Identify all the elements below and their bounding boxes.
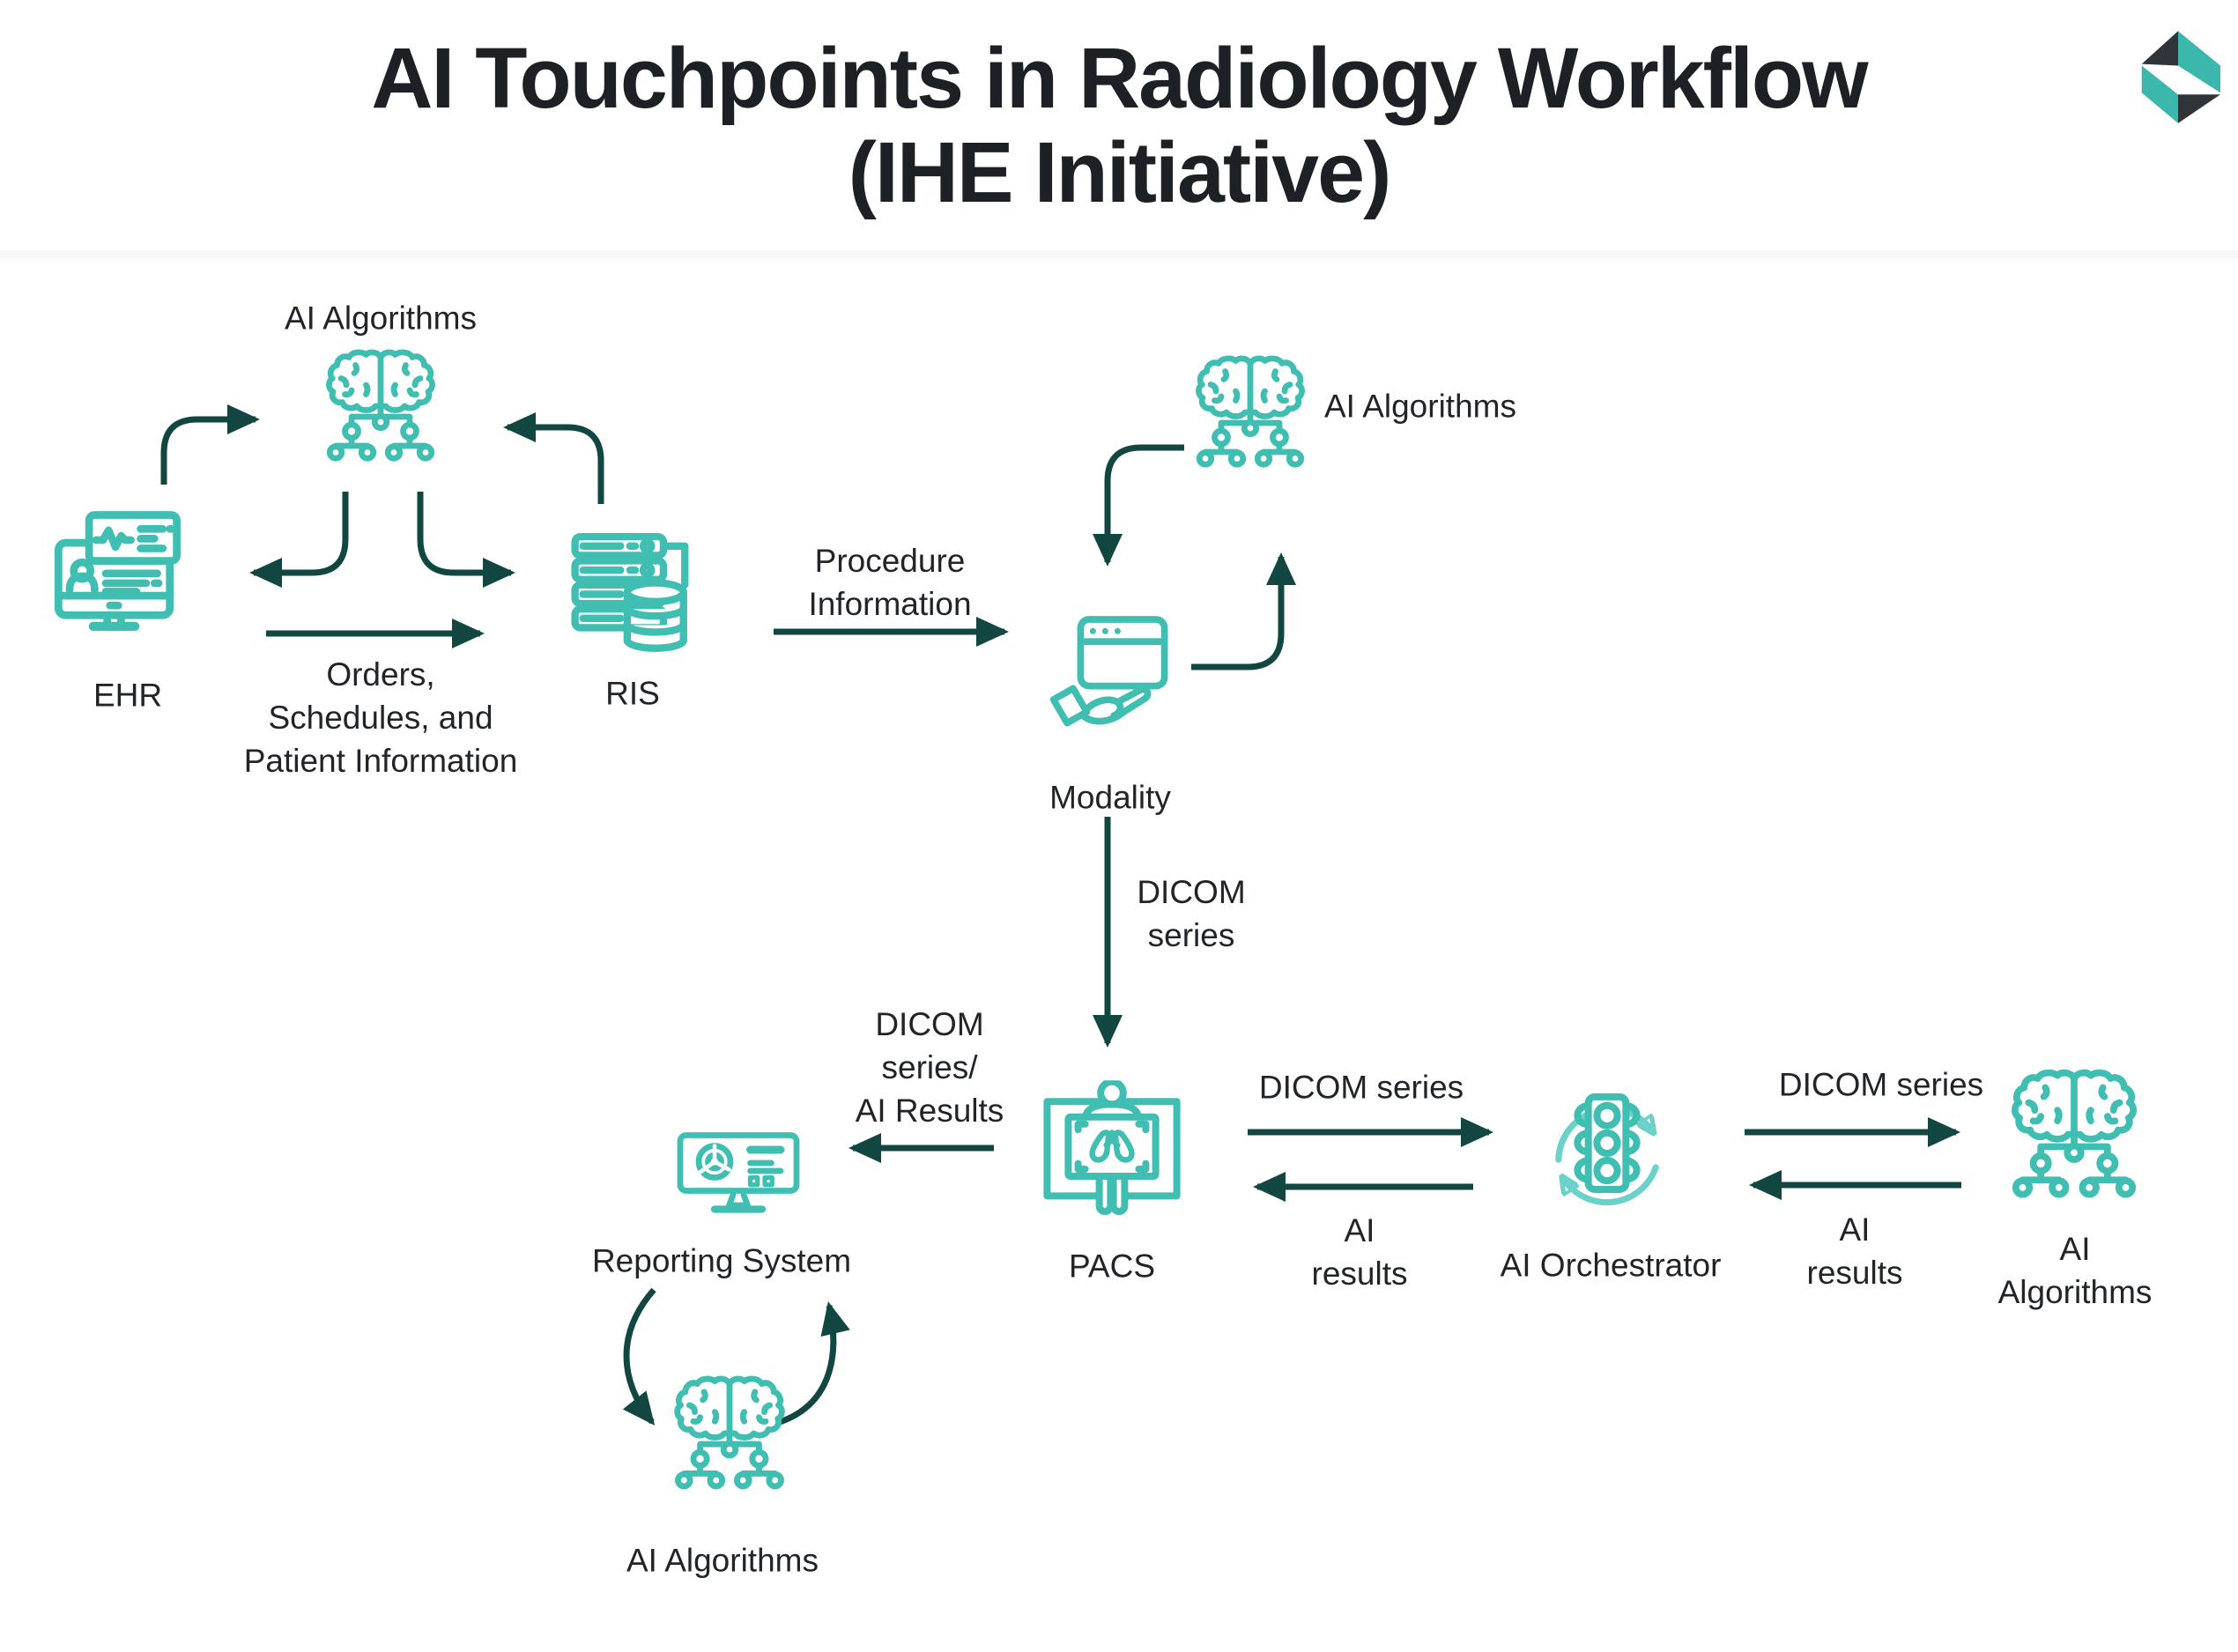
pacs-icon (1041, 1080, 1182, 1216)
label-dicom-series-right: DICOM series (1778, 1066, 1984, 1103)
arrow-reporting-to-ai-bottom (622, 1287, 656, 1426)
ai-orchestrator-icon (1529, 1075, 1686, 1232)
arrow-modality-to-ai (1191, 552, 1296, 670)
label-ai-algorithms-right: AI Algorithms (1997, 1231, 2153, 1310)
header-divider (0, 250, 2238, 258)
label-dicom-series-vertical: DICOM series (1137, 874, 1246, 953)
label-dicom-series-left: DICOM series (1258, 1069, 1464, 1106)
label-modality: Modality (1049, 779, 1171, 816)
arrow-ris-to-ai-top (503, 412, 604, 504)
label-procedure-information: Procedure Information (808, 543, 972, 622)
arrow-ai-top-to-ehr (249, 492, 349, 588)
label-orders-schedules: Orders, Schedules, and Patient Informati… (243, 656, 518, 779)
label-ehr: EHR (93, 677, 163, 714)
ai-algorithms-icon (1184, 354, 1316, 486)
label-dicom-ai-results: DICOM series/ AI Results (855, 1005, 1004, 1129)
ris-icon (568, 529, 702, 663)
header: AI Touchpoints in Radiology Workflow (IH… (0, 0, 2238, 219)
label-pacs: PACS (1068, 1248, 1156, 1285)
brand-logo-icon (2141, 31, 2220, 123)
ai-algorithms-icon (315, 348, 447, 480)
arrow-ehr-to-ai-top (160, 404, 260, 485)
label-ai-orchestrator: AI Orchestrator (1500, 1247, 1722, 1284)
ehr-icon (53, 507, 192, 636)
arrow-ai-bottom-to-reporting (778, 1301, 850, 1426)
label-ai-results-right: AI results (1806, 1211, 1903, 1291)
label-ris: RIS (605, 675, 660, 712)
reporting-system-icon (672, 1131, 804, 1219)
label-reporting-system: Reporting System (591, 1242, 852, 1279)
label-ai-algorithms-top: AI Algorithms (285, 300, 477, 337)
label-ai-algorithms-bottom: AI Algorithms (626, 1542, 819, 1579)
label-ai-results-left: AI results (1311, 1212, 1408, 1292)
label-ai-algorithms-modality: AI Algorithms (1324, 388, 1516, 425)
ai-algorithms-icon (663, 1374, 797, 1508)
ai-algorithms-icon (1998, 1068, 2150, 1219)
arrow-ai-to-modality (1093, 444, 1184, 567)
page-title-line2: (IHE Initiative) (848, 123, 1392, 220)
modality-icon (1049, 613, 1172, 749)
arrow-ai-top-to-ris (417, 492, 515, 588)
page-title-line1: AI Touchpoints in Radiology Workflow (371, 30, 1868, 126)
